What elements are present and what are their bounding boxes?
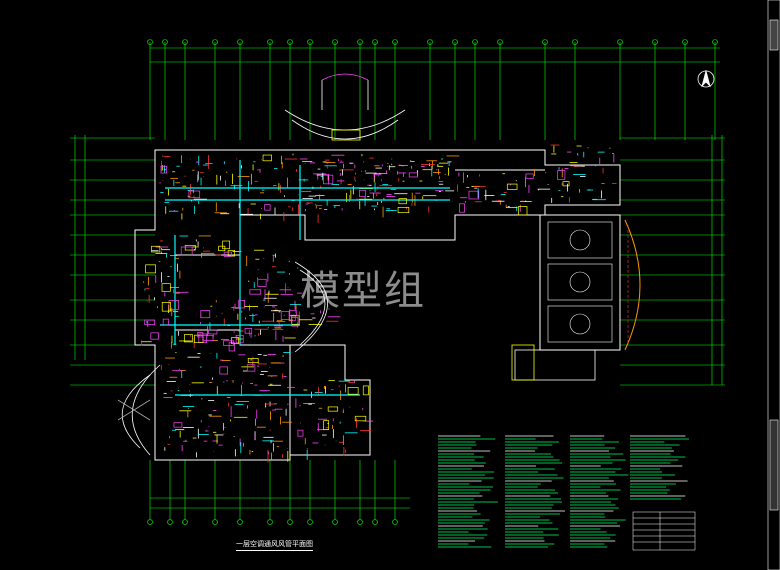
hvac-equipment [144,154,570,437]
axis-grid [70,42,725,520]
hvac-ducts [140,144,617,463]
drawing-title: 一层空调通风风管平面图 [236,539,313,551]
central-lobby [294,261,328,353]
equipment-schedule-table [632,511,696,551]
title-block [767,0,780,570]
gymnasium [511,214,641,381]
dimension-lines [74,47,723,509]
notes-block [438,435,690,548]
axis-bubbles [147,39,718,525]
left-curved-bay [117,364,161,456]
entrance-equipment [331,129,361,141]
watermark-text: 模型组 [300,268,426,314]
north-arrow-icon [697,69,715,88]
